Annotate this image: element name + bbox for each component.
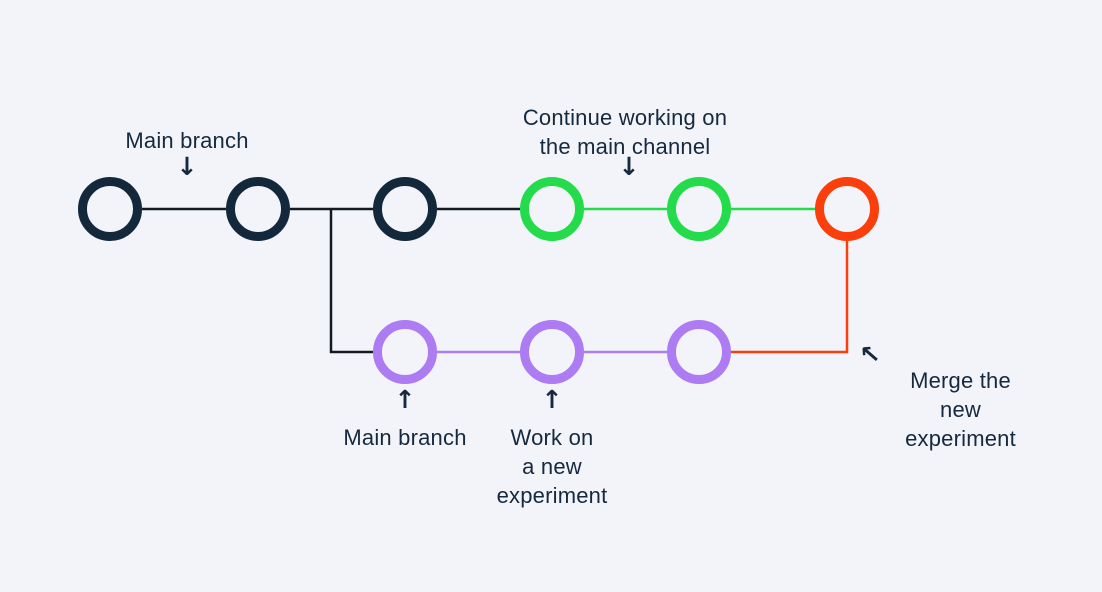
- commit-node-exp-2: [520, 320, 584, 384]
- annotation-main-branch-bottom: Main branch: [343, 425, 467, 450]
- commit-node-main-2: [226, 177, 290, 241]
- commit-node-main-3: [373, 177, 437, 241]
- commit-node-main-6-merge: [815, 177, 879, 241]
- annotation-merge-experiment: Merge the new experiment: [905, 368, 1016, 451]
- arrow-up-icon: ↑: [394, 385, 416, 414]
- arrow-down-icon: ↓: [176, 152, 198, 181]
- commit-node-main-1: [78, 177, 142, 241]
- commit-node-main-4: [520, 177, 584, 241]
- arrow-up-icon: ↑: [541, 385, 563, 414]
- commit-node-main-5: [667, 177, 731, 241]
- edge-branch-out: [329, 209, 373, 354]
- annotation-new-experiment: Work on a new experiment: [496, 425, 608, 508]
- commit-node-exp-3: [667, 320, 731, 384]
- arrow-down-icon: ↓: [618, 152, 640, 181]
- commit-node-exp-1: [373, 320, 437, 384]
- annotation-continue-main-channel: Continue working on the main channel: [522, 105, 728, 159]
- edge-merge-in: [731, 241, 849, 354]
- annotation-main-branch-top: Main branch: [125, 128, 249, 153]
